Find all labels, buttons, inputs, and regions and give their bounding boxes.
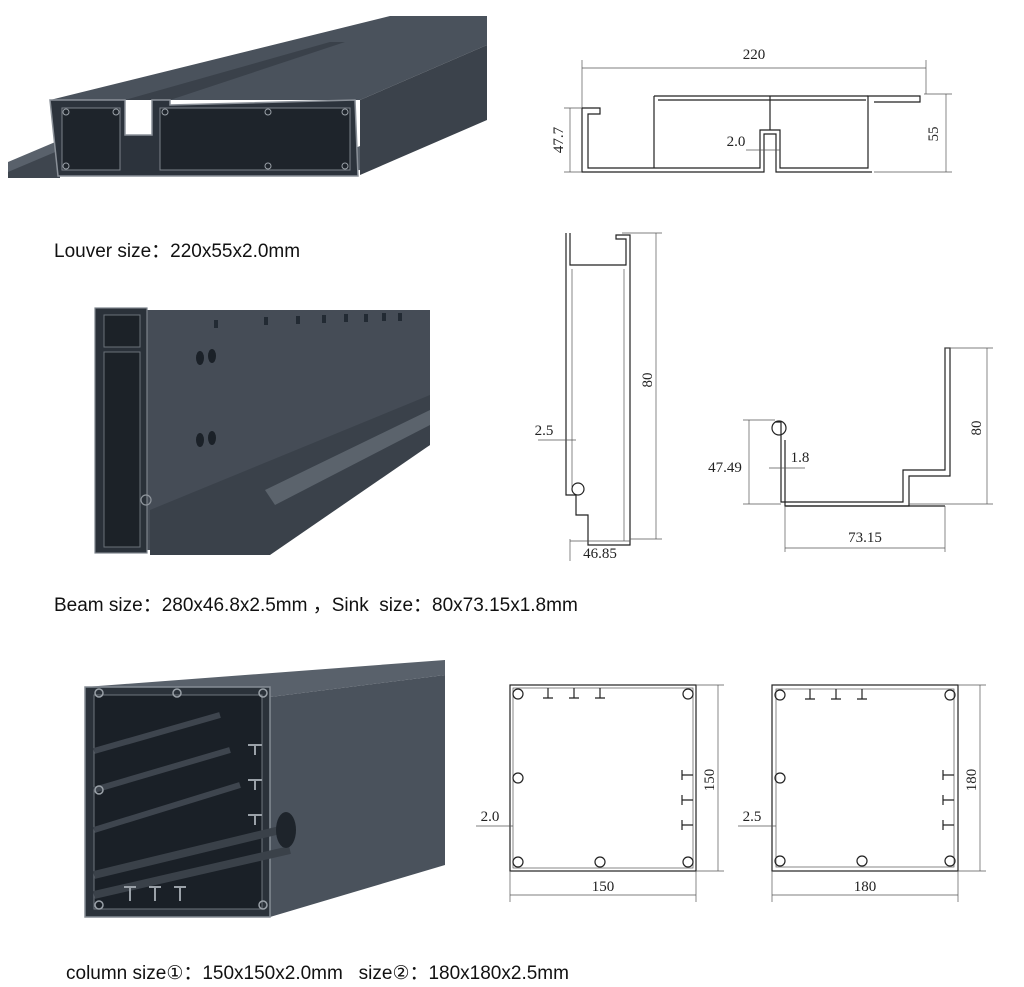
louver-technical-drawing: 220 47.7 55 2.0	[551, 47, 952, 173]
louver-3d-render	[8, 16, 487, 178]
beam-technical-drawing: 80 2.5 46.85	[535, 232, 662, 562]
beam-thickness-label: 2.5	[535, 423, 554, 439]
beam-height-label: 80	[640, 373, 656, 388]
sink-width-label: 73.15	[848, 530, 882, 546]
column-150-technical-drawing: 150 150 2.0	[476, 684, 724, 902]
sink-left-height-label: 47.49	[708, 460, 742, 476]
column1-thickness-label: 2.0	[481, 809, 500, 825]
column-180-technical-drawing: 180 180 2.5	[738, 684, 986, 902]
column2-thickness-label: 2.5	[743, 809, 762, 825]
column1-height-label: 150	[702, 769, 718, 792]
louver-thickness-label: 2.0	[727, 134, 746, 150]
column-3d-render	[84, 660, 445, 918]
louver-left-height-label: 47.7	[551, 126, 567, 153]
column-size-caption: column size①：150x150x2.0mm size②：180x180…	[66, 963, 569, 984]
beam-3d-render	[94, 307, 430, 555]
column1-width-label: 150	[592, 879, 615, 895]
louver-size-caption: Louver size：220x55x2.0mm	[54, 241, 301, 262]
column2-height-label: 180	[964, 769, 980, 792]
sink-thickness-label: 1.8	[791, 450, 810, 466]
louver-width-label: 220	[743, 47, 766, 63]
beam-width-label: 46.85	[583, 546, 617, 562]
sink-height-label: 80	[969, 421, 985, 436]
sink-technical-drawing: 80 47.49 1.8 73.15	[708, 347, 993, 552]
beam-sink-size-caption: Beam size：280x46.8x2.5mm ，Sink size：80x7…	[54, 595, 578, 616]
louver-right-height-label: 55	[926, 127, 942, 142]
column2-width-label: 180	[854, 879, 877, 895]
